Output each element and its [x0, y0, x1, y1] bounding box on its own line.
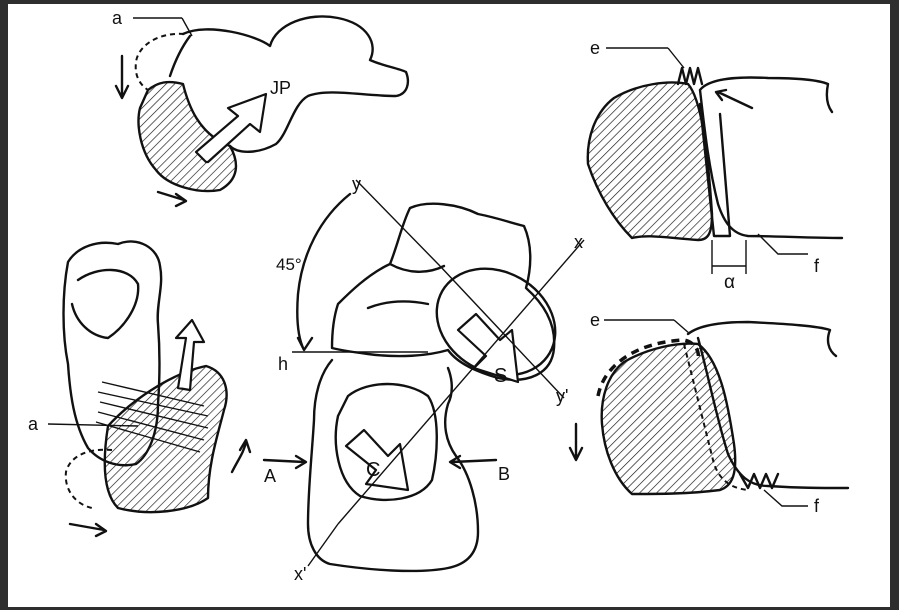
label-arrow-b: B	[498, 464, 510, 484]
figure-center: y 45° x h S y' C A B x'	[264, 174, 584, 584]
bone-outline-top-left	[183, 16, 408, 151]
angle-arc	[297, 194, 350, 350]
label-x: x	[574, 232, 583, 252]
bone-facet-left	[72, 270, 138, 338]
down-arrow-top-left	[116, 56, 128, 98]
label-e-bottom: e	[590, 310, 600, 330]
socket-outline-top-right	[700, 78, 842, 239]
figure-left: a	[28, 241, 250, 536]
s-arrow	[458, 314, 518, 382]
label-s: S	[494, 365, 507, 387]
label-leader-e-bottom-2	[674, 320, 690, 334]
figure-top-right: e f α	[588, 38, 842, 293]
label-alpha: α	[724, 272, 735, 293]
label-arrow-a: A	[264, 466, 276, 486]
hatched-head-bottom-right	[602, 344, 736, 494]
label-e-top: e	[590, 38, 600, 58]
arrow-top-right	[716, 90, 752, 108]
label-a-top: a	[112, 8, 123, 28]
label-c: C	[366, 459, 380, 481]
label-f-top: f	[814, 256, 820, 276]
label-y: y	[352, 174, 361, 194]
label-jp: JP	[270, 78, 291, 98]
axis-y	[356, 180, 440, 266]
hatched-segment-left	[105, 366, 227, 512]
label-f-bottom: f	[814, 496, 820, 516]
zigzag-e-top	[678, 68, 702, 84]
label-leader-f-bottom	[764, 490, 808, 506]
hatched-head-top-right	[588, 83, 712, 240]
curved-arrow-left	[232, 440, 250, 472]
label-leader-e-top-2	[668, 48, 684, 68]
anatomical-diagram: a JP a	[8, 4, 890, 607]
right-arrow-top-left	[158, 192, 186, 206]
joint-line-top-left	[170, 36, 190, 76]
label-x-prime: x'	[294, 564, 306, 584]
label-a-left: a	[28, 414, 39, 434]
arrow-b	[450, 456, 496, 468]
label-45: 45°	[276, 255, 302, 274]
label-y-prime: y'	[556, 386, 568, 406]
label-h: h	[278, 354, 288, 374]
figure-bottom-right: e f	[570, 310, 848, 516]
alpha-bracket	[712, 240, 746, 274]
right-arrow-left	[70, 524, 106, 536]
diagram-sheet: a JP a	[8, 4, 890, 607]
figure-top-left: a JP	[112, 8, 408, 206]
down-arrow-bottom-right	[570, 424, 582, 460]
axis-x	[338, 240, 584, 524]
zigzag-f-bottom	[740, 474, 778, 488]
